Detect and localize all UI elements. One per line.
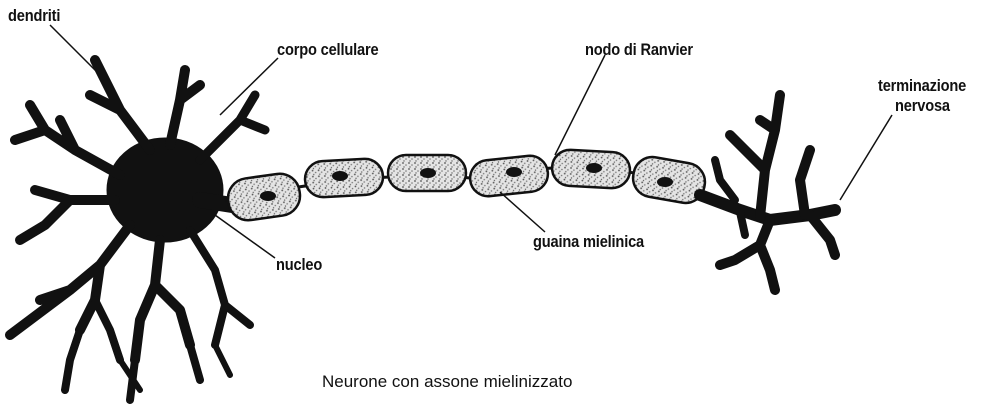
myelin-sheath <box>225 149 707 223</box>
label-myelin-sheath: guaina mielinica <box>533 232 644 252</box>
label-cell-body: corpo cellulare <box>277 40 378 60</box>
label-nerve-ending-line2: nervosa <box>895 96 950 116</box>
label-nucleus: nucleo <box>276 255 322 275</box>
label-node-of-ranvier: nodo di Ranvier <box>585 40 693 60</box>
nerve-ending <box>700 95 835 290</box>
label-nerve-ending-line1: terminazione <box>878 76 966 96</box>
cell-body <box>10 60 265 400</box>
label-dendrites: dendriti <box>8 6 60 26</box>
diagram-caption: Neurone con assone mielinizzato <box>322 372 572 392</box>
